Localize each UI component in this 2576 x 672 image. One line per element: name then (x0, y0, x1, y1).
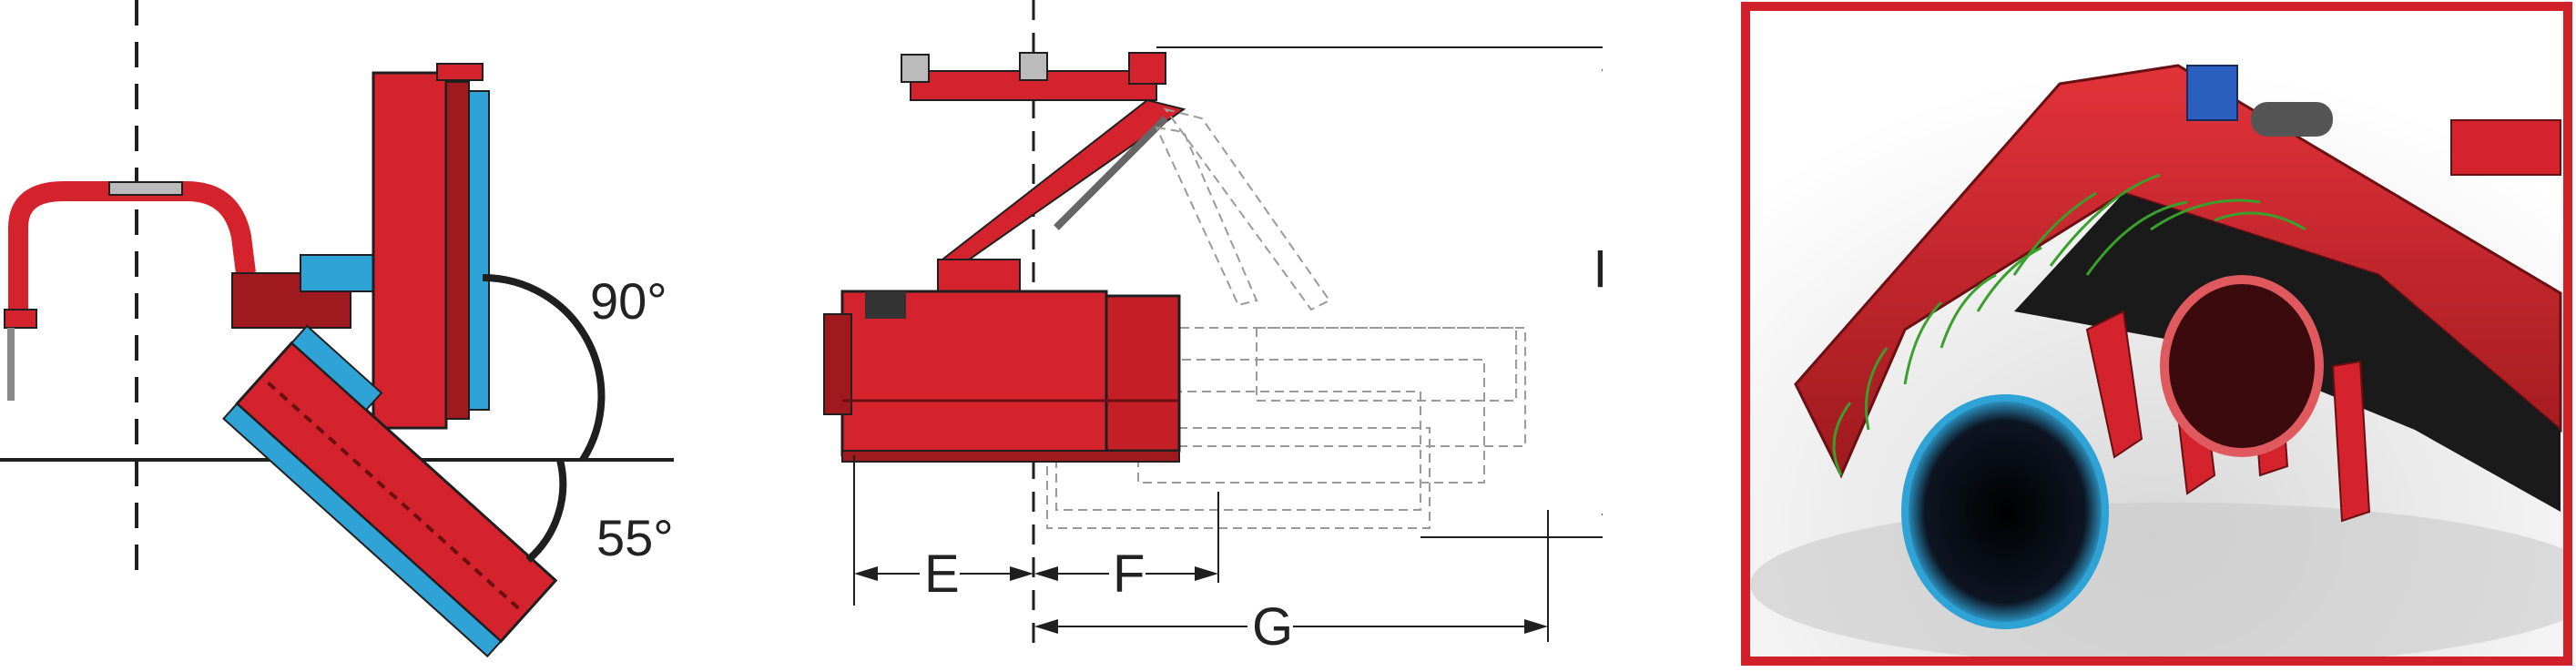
dimension-svg: H E F G (823, 0, 1639, 657)
angle-label-90: 90° (590, 272, 667, 330)
mower-end-cap (1105, 294, 1181, 453)
f-arrow-right (1195, 566, 1218, 581)
h-arrow-bottom (1602, 514, 1616, 537)
f-label-bg (1109, 546, 1145, 594)
mower-deck-tilted (222, 324, 558, 658)
angle-arc-55 (525, 459, 567, 564)
mower-side-plate (823, 313, 852, 415)
g-arrow-right (1524, 619, 1548, 634)
e-arrow-left (854, 566, 878, 581)
photo-frame (1741, 2, 2572, 666)
g-label-bg (1247, 599, 1293, 647)
roller-tube-front (1901, 394, 2109, 629)
gearbox (865, 291, 906, 319)
roller-vertical (468, 90, 490, 411)
e-label-bg (920, 546, 960, 594)
hydraulic-cylinder (1054, 116, 1168, 230)
mower-skid (841, 450, 1180, 463)
rear-frame (2450, 119, 2561, 176)
dimension-label-h: H (1593, 239, 1603, 299)
main-arm (941, 98, 1186, 270)
rotor-render-svg (1741, 2, 2576, 667)
dimension-diagram: H E F G (783, 0, 1639, 667)
top-bracket (108, 181, 183, 196)
rotor-render-photo (1741, 2, 2576, 667)
dimension-label-e: E (924, 545, 960, 604)
dimension-label-f: F (1113, 545, 1145, 604)
tilt-angle-diagram: 90° 55° (0, 0, 710, 667)
hitch-arch (7, 181, 256, 323)
mower-rotor-vertical (445, 81, 470, 420)
mower-deck-vertical (372, 71, 448, 430)
dimension-label-g: G (1252, 597, 1293, 657)
hitch-foot (4, 309, 37, 329)
grass-clippings (1832, 173, 2306, 476)
hydraulic-block (300, 254, 374, 292)
hydraulic-fitting (2251, 102, 2333, 137)
arm-base (937, 259, 1021, 297)
g-arrow-left (1034, 619, 1058, 634)
hitch-clamp-left (901, 54, 930, 83)
deck-top-cap (436, 63, 484, 81)
tilt-angle-svg: 90° 55° (0, 0, 674, 658)
blue-bracket (2186, 65, 2238, 121)
hitch-clamp-center (1019, 52, 1048, 81)
e-arrow-right (1010, 566, 1033, 581)
rotor-tube-center (2160, 275, 2324, 457)
angle-label-55: 55° (596, 509, 674, 566)
f-arrow-left (1034, 566, 1058, 581)
angle-arc-90 (482, 273, 606, 463)
hitch-clamp-right (1128, 52, 1166, 85)
h-arrow-top (1602, 47, 1616, 71)
